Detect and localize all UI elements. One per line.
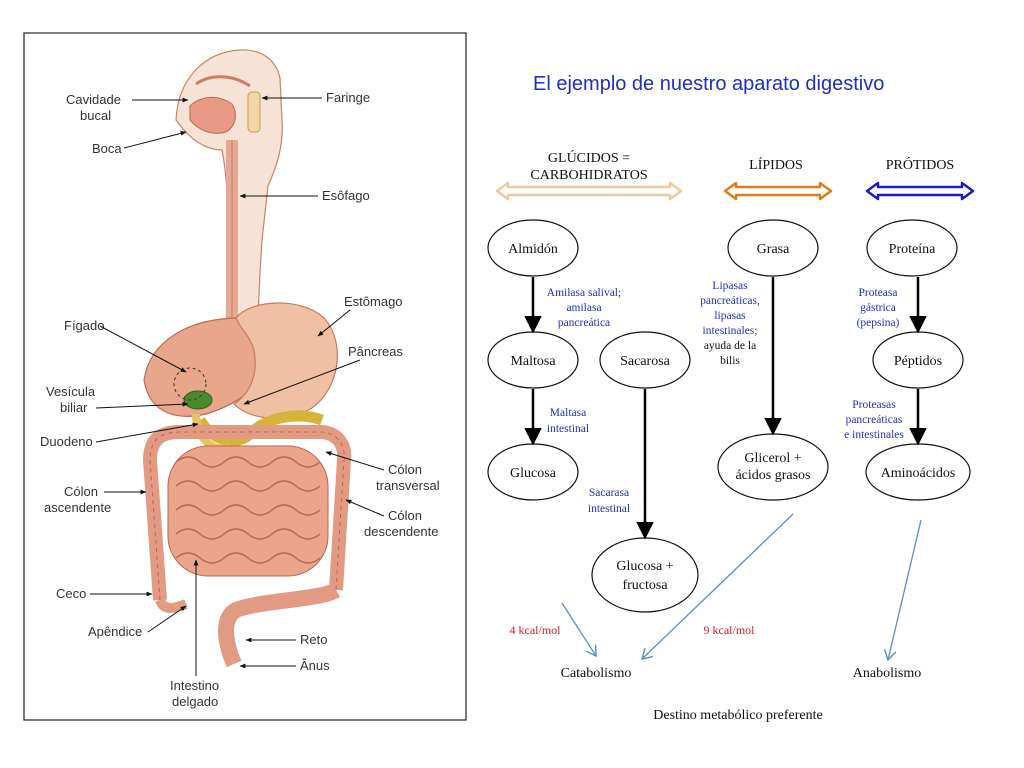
slide-title: El ejemplo de nuestro aparato digestivo	[533, 73, 884, 95]
anatomy-illustration: Cavidade bucal Boca Faringe Esôfago Estô…	[23, 32, 467, 721]
node-peptidos-label: Péptidos	[894, 354, 942, 369]
enzyme-proteasas-line2: pancreáticas	[846, 414, 903, 426]
label-estomago: Estômago	[344, 294, 403, 309]
label-leaders	[90, 95, 385, 676]
enzyme-proteasa-line3: (pepsina)	[857, 317, 900, 329]
node-glicerol-label: Glicerol +	[744, 451, 801, 466]
lipidos-double-arrow	[723, 181, 833, 201]
destination-anabolismo: Anabolismo	[853, 666, 921, 681]
label-ceco: Ceco	[56, 586, 86, 601]
node-grasa	[727, 219, 819, 277]
enzyme-amilasa-line2: amilasa	[566, 302, 601, 314]
node-almidon-label: Almidón	[508, 242, 558, 257]
label-colon-ascendente-line2: ascendente	[44, 500, 111, 515]
gallbladder-hidden-outline	[173, 367, 207, 401]
node-maltosa-label: Maltosa	[510, 354, 556, 369]
small-intestine	[167, 445, 329, 577]
arrow-protein-anabolismo	[888, 519, 922, 660]
header-lipidos: LÍPIDOS	[749, 156, 803, 173]
node-glucosa-fructosa-label: Glucosa +	[616, 559, 673, 574]
enzyme-proteasas-line3: e intestinales	[844, 429, 904, 441]
enzyme-amilasa-line3: pancreática	[558, 317, 610, 329]
label-colon-transversal: Cólon	[388, 462, 422, 477]
enzyme-lipasas: Lipasas	[712, 280, 748, 292]
appendix-shape	[155, 597, 188, 613]
node-sacarosa-label: Sacarosa	[620, 354, 671, 369]
enzyme-sacarasa-line2: intestinal	[588, 503, 630, 515]
arrow-lipid-catabolismo	[642, 513, 794, 659]
label-cavidade-line2: bucal	[80, 108, 111, 123]
enzyme-proteasas: Proteasas	[852, 399, 896, 411]
destination-catabolismo: Catabolismo	[561, 666, 632, 681]
enzyme-lipasas-line6: bilis	[720, 355, 740, 367]
enzyme-lipasas-line3: lipasas	[714, 310, 746, 322]
destination-footer: Destino metabólico preferente	[653, 708, 822, 723]
enzyme-maltasa-line2: intestinal	[547, 423, 589, 435]
label-figado: Fígado	[64, 318, 104, 333]
enzyme-proteasa: Proteasa	[859, 287, 898, 299]
rectum-shape	[218, 582, 341, 668]
label-reto: Reto	[300, 632, 327, 647]
node-glucosa-fructosa	[591, 537, 699, 613]
enzyme-sacarasa: Sacarasa	[589, 487, 629, 499]
energy-lipid-label: 9 kcal/mol	[704, 623, 756, 637]
label-colon-descendente-line2: descendente	[364, 524, 438, 539]
gallbladder-shape	[183, 390, 213, 410]
enzyme-amilasa: Amilasa salival;	[547, 287, 621, 299]
header-glucidos-line2: CARBOHIDRATOS	[530, 168, 647, 183]
label-colon-transversal-line2: transversal	[376, 478, 440, 493]
label-colon-ascendente: Cólon	[64, 484, 98, 499]
label-intestino-line2: delgado	[172, 694, 218, 709]
label-anus: Ânus	[300, 658, 330, 673]
label-esofago: Esôfago	[322, 188, 370, 203]
node-sacarosa	[599, 331, 691, 389]
nasal-passage	[195, 75, 251, 88]
node-glicerol	[717, 433, 829, 501]
node-proteina-label: Proteína	[889, 242, 936, 257]
node-glucosa-label: Glucosa	[510, 466, 557, 481]
header-protidos: PRÓTIDOS	[886, 156, 954, 173]
enzyme-lipasas-line2: pancreáticas,	[700, 295, 760, 307]
node-glicerol-label-line2: ácidos grasos	[735, 468, 810, 483]
label-boca: Boca	[92, 141, 122, 156]
enzyme-lipasas-line4: intestinales;	[703, 325, 758, 337]
enzyme-proteasa-line2: gástrica	[860, 302, 896, 314]
node-glucosa-fructosa-label-line2: fructosa	[622, 578, 668, 593]
label-vesicula: Vesícula	[46, 384, 96, 399]
node-aminoacidos-label: Aminoácidos	[881, 466, 956, 481]
vertebrae	[247, 91, 261, 133]
header-glucidos: GLÚCIDOS =	[548, 149, 630, 166]
label-duodeno: Duodeno	[40, 434, 93, 449]
protidos-double-arrow	[865, 181, 975, 201]
label-pancreas: Pâncreas	[348, 344, 403, 359]
label-vesicula-line2: biliar	[60, 400, 88, 415]
label-faringe: Faringe	[326, 90, 370, 105]
node-proteina	[866, 219, 958, 277]
arrow-carb-catabolismo	[561, 602, 596, 656]
oral-cavity	[189, 97, 236, 134]
enzyme-lipasas-line5: ayuda de la	[704, 340, 756, 352]
energy-carb-label: 4 kcal/mol	[510, 623, 562, 637]
glucidos-double-arrow	[495, 181, 683, 201]
node-grasa-label: Grasa	[757, 242, 790, 257]
node-almidon	[487, 219, 579, 277]
label-colon-descendente: Cólon	[388, 508, 422, 523]
label-intestino: Intestino	[170, 678, 219, 693]
label-cavidade: Cavidade	[66, 92, 121, 107]
label-apendice: Apêndice	[88, 624, 142, 639]
enzyme-maltasa: Maltasa	[550, 407, 586, 419]
